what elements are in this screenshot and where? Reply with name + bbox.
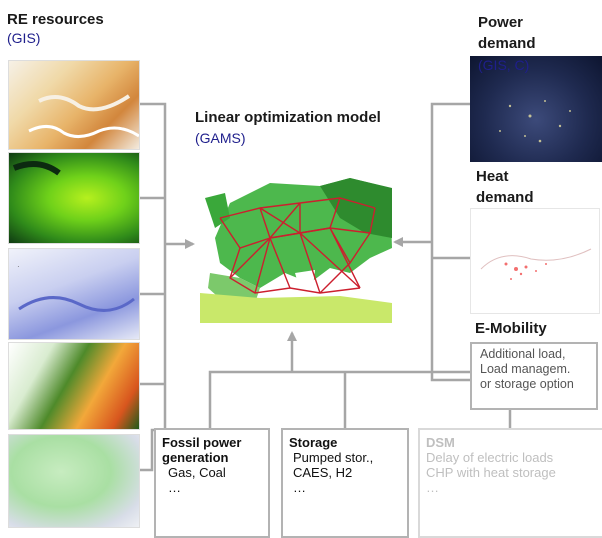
power-demand-title-line1: Power <box>478 14 524 31</box>
model-title: Linear optimization model <box>195 109 381 126</box>
storage-line: … <box>293 480 306 495</box>
power-demand-title-line2: demand <box>478 35 536 52</box>
e-mobility-line: Additional load, <box>480 347 566 361</box>
dsm-box: DSM Delay of electric loads CHP with hea… <box>418 428 602 538</box>
storage-line: CAES, H2 <box>293 465 353 480</box>
svg-text:·: · <box>17 262 20 271</box>
wind-resource-map-image <box>8 152 140 244</box>
e-mobility-title: E-Mobility <box>475 320 547 337</box>
e-mobility-line: Load managem. <box>480 362 571 376</box>
dsm-line: … <box>426 480 439 495</box>
geothermal-resource-map-image <box>8 434 140 528</box>
dsm-line: CHP with heat storage <box>426 465 556 480</box>
demand-connector <box>430 102 470 382</box>
re-resources-subtitle: (GIS) <box>7 30 41 46</box>
re-connector-1 <box>140 102 167 430</box>
biomass-resource-map-image: · <box>8 248 140 340</box>
fossil-power-box: Fossil power generation Gas, Coal … <box>154 428 270 538</box>
europe-network-map <box>200 178 392 323</box>
dsm-line: Delay of electric loads <box>426 450 554 465</box>
fossil-line: … <box>168 480 181 495</box>
storage-box: Storage Pumped stor., CAES, H2 … <box>281 428 409 538</box>
fossil-title-line2: generation <box>162 450 229 465</box>
fossil-title-line1: Fossil power <box>162 435 242 450</box>
e-mobility-box: Additional load, Load managem. or storag… <box>470 342 598 410</box>
fossil-line: Gas, Coal <box>168 465 226 480</box>
model-subtitle: (GAMS) <box>195 130 246 146</box>
storage-title: Storage <box>289 435 338 450</box>
power-demand-subtitle: (GIS, C) <box>478 57 530 73</box>
heat-demand-title-line2: demand <box>476 189 534 206</box>
heat-demand-map-image <box>470 208 600 314</box>
dsm-title: DSM <box>426 435 455 450</box>
heat-demand-title-line1: Heat <box>476 168 509 185</box>
power-demand-night-lights-image: (GIS, C) <box>470 56 602 162</box>
e-mobility-line: or storage option <box>480 377 574 391</box>
re-resources-title: RE resources <box>7 11 104 28</box>
hydro-resource-map-image <box>8 342 140 430</box>
solar-resource-map-image <box>8 60 140 150</box>
storage-line: Pumped stor., <box>293 450 374 465</box>
